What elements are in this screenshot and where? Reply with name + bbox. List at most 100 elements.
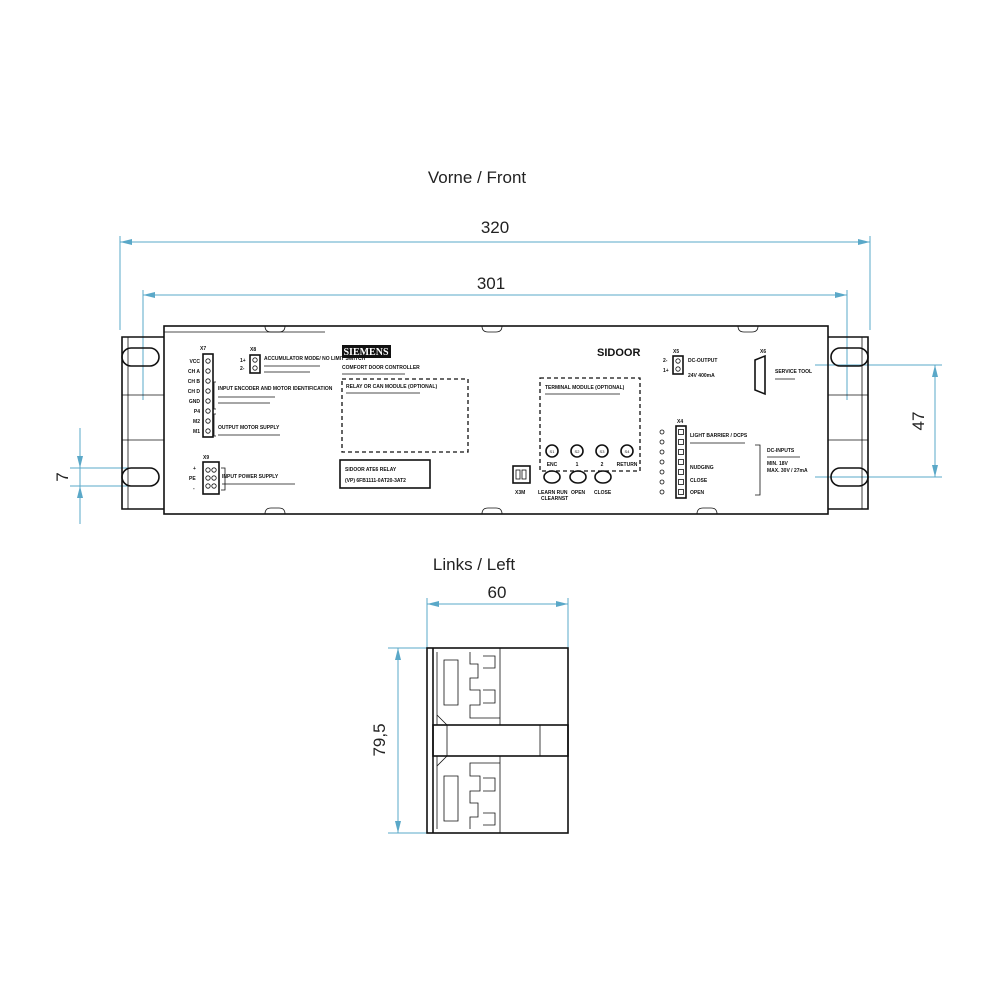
x7-pin-label: M2: [193, 419, 200, 425]
run-buttons: LEARN RUN CLEARNST OPEN CLOSE: [538, 470, 612, 502]
brand-text: SIEMENS: [343, 347, 388, 358]
dc-inputs-label: DC-INPUTS: [767, 448, 795, 454]
terminal-button-label: 1: [576, 462, 579, 468]
x6-label: X6: [760, 349, 766, 355]
x6-connector: X6 SERVICE TOOL: [754, 349, 812, 396]
dimension-301: 301: [142, 274, 848, 400]
dimension-320: 320: [119, 218, 871, 330]
dc-output-label: DC-OUTPUT: [688, 358, 717, 364]
close-button-label: CLOSE: [594, 490, 612, 496]
terminal-button: [595, 444, 609, 458]
dim-320-label: 320: [481, 218, 509, 237]
x7-pin-label: M1: [193, 429, 200, 435]
x4-pin-marker: [659, 469, 665, 475]
relay-label-line-2: (VP) 6FB1111-0AT20-3AT2: [345, 478, 406, 484]
relay-module-area: RELAY OR CAN MODULE (OPTIONAL): [341, 378, 469, 453]
terminal-button-id: S2: [575, 449, 581, 454]
x4-pin: [678, 459, 684, 465]
x4-connector: X4 LIGHT BARRIER / DCPS NUDGING CLOSE OP…: [659, 419, 808, 499]
side-view-body: [426, 647, 569, 834]
x7-pin: [205, 378, 211, 384]
right-mounting-tabs: [827, 336, 869, 510]
x9-pin-pe: PE: [189, 476, 196, 482]
x7-pin-label: CH B: [188, 379, 201, 385]
x8-connector: X8 1+ 2- ACCUMULATOR MODE/ NO LIMIT SWIT…: [240, 347, 366, 374]
controller-subtitle: COMFORT DOOR CONTROLLER: [342, 365, 420, 371]
dim-301-label: 301: [477, 274, 505, 293]
x8-pin-1: 1+: [240, 358, 246, 364]
x4-pin: [678, 439, 684, 445]
x4-pin: [678, 479, 684, 485]
x7-pin: [205, 388, 211, 394]
x4-pin: [678, 489, 684, 495]
product-name: SIDOOR: [597, 347, 640, 359]
x7-pin-label: CH D: [188, 389, 201, 395]
x7-group-labels: INPUT ENCODER AND MOTOR IDENTIFICATION O…: [213, 381, 333, 437]
terminal-button: [620, 444, 634, 458]
x8-label: X8: [250, 347, 256, 353]
dip-switch: X3M: [512, 465, 531, 496]
x7-pin-label: VCC: [189, 359, 200, 365]
terminal-button: [545, 444, 559, 458]
x4-pin-marker: [659, 489, 665, 495]
x5-connector: X5 2- 1+ DC-OUTPUT 24V 400mA: [663, 349, 717, 379]
x9-label: X9: [203, 455, 209, 461]
open-input-label: OPEN: [690, 490, 705, 496]
dim-7-label: 7: [53, 472, 72, 481]
x7-pin: [205, 418, 211, 424]
x4-pin-marker: [659, 439, 665, 445]
terminal-button-label: 2: [601, 462, 604, 468]
x5-pin-1: 1+: [663, 368, 669, 374]
x4-pin: [678, 449, 684, 455]
dc-inputs-min: MIN. 18V: [767, 461, 789, 467]
terminal-module-area: TERMINAL MODULE (OPTIONAL) S1ENCS21S32S4…: [539, 377, 641, 472]
power-supply-label: INPUT POWER SUPPLY: [222, 474, 279, 480]
x4-pin: [678, 469, 684, 475]
dc-inputs-max: MAX. 30V / 27mA: [767, 468, 808, 474]
x9-pin-minus: -: [193, 486, 195, 492]
siemens-logo: SIEMENS COMFORT DOOR CONTROLLER: [342, 345, 420, 375]
dim-79-5-label: 79,5: [370, 723, 389, 756]
relay-label-box: SIDOOR ATE6 RELAY (VP) 6FB1111-0AT20-3AT…: [339, 459, 431, 489]
close-input-label: CLOSE: [690, 478, 708, 484]
x7-pin-label: CH A: [188, 369, 200, 375]
x9-pin-plus: +: [193, 466, 196, 472]
front-view-title: Vorne / Front: [428, 168, 527, 187]
terminal-button-label: ENC: [547, 462, 558, 468]
dc-output-value: 24V 400mA: [688, 373, 715, 379]
x4-pin-marker: [659, 429, 665, 435]
x4-pin-marker: [659, 459, 665, 465]
x7-pin: [205, 408, 211, 414]
nudging-label: NUDGING: [690, 465, 714, 471]
left-view-title: Links / Left: [433, 555, 515, 574]
x7-pin-label: GND: [189, 399, 201, 405]
x5-label: X5: [673, 349, 679, 355]
open-button-label: OPEN: [571, 490, 586, 496]
terminal-button-label: RETURN: [617, 462, 638, 468]
encoder-label: INPUT ENCODER AND MOTOR IDENTIFICATION: [218, 386, 333, 392]
relay-label-line-1: SIDOOR ATE6 RELAY: [345, 467, 397, 473]
housing-front: [163, 325, 829, 515]
x7-label: X7: [200, 346, 206, 352]
dim-47-label: 47: [909, 412, 928, 431]
accumulator-label: ACCUMULATOR MODE/ NO LIMIT SWITCH: [264, 356, 366, 362]
dim-60-label: 60: [488, 583, 507, 602]
terminal-button-id: S3: [600, 449, 606, 454]
x5-pin-2: 2-: [663, 358, 668, 364]
light-barrier-label: LIGHT BARRIER / DCPS: [690, 433, 748, 439]
x4-pin-marker: [659, 449, 665, 455]
learn-run-sub: CLEARNST: [541, 496, 568, 502]
motor-supply-label: OUTPUT MOTOR SUPPLY: [218, 425, 280, 431]
terminal-module-label: TERMINAL MODULE (OPTIONAL): [545, 385, 625, 391]
x7-pin: [205, 428, 211, 434]
x7-pin-label: P4: [194, 409, 200, 415]
x7-pin: [205, 358, 211, 364]
terminal-button: [570, 444, 584, 458]
x4-pin: [678, 429, 684, 435]
x9-connector: X9 + PE - INPUT POWER SUPPLY: [189, 455, 295, 495]
dimension-47: 47: [815, 364, 942, 478]
x4-label: X4: [677, 419, 683, 425]
learn-run-label: LEARN RUN: [538, 490, 568, 496]
dimension-79-5: 79,5: [370, 647, 432, 834]
